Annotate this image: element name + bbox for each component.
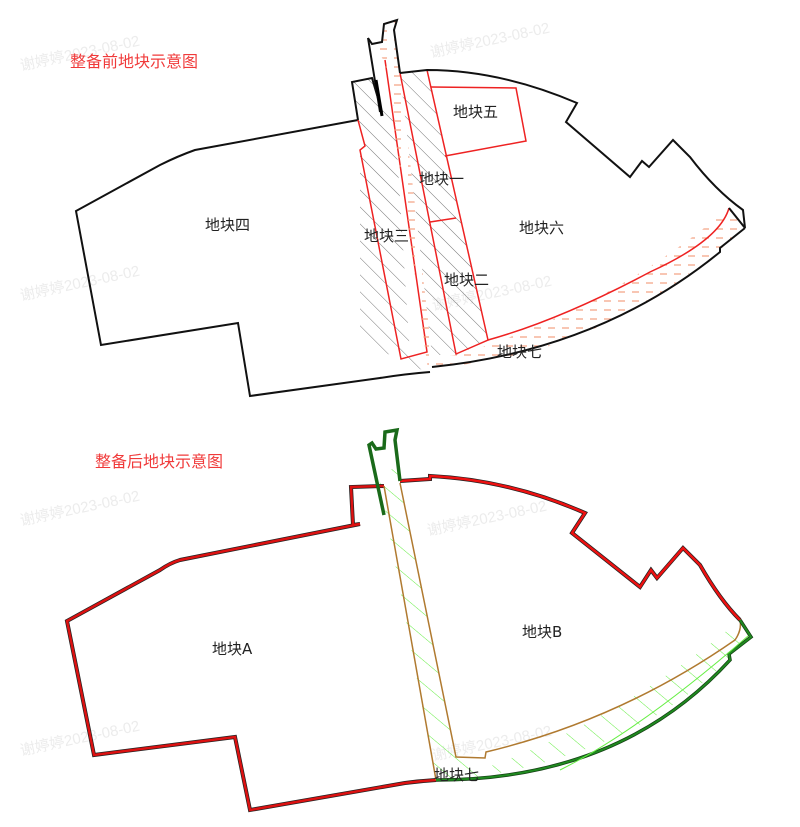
plot-3-area — [352, 78, 432, 370]
plot-b-inner-boundary — [399, 482, 742, 759]
plot-7-neck-marker — [374, 79, 384, 117]
after-diagram: 地块A 地块B 地块七 — [64, 427, 754, 813]
plot-a-inner-boundary — [383, 485, 437, 781]
before-diagram: 地块四 地块三 地块一 地块二 地块五 地块六 地块七 — [74, 18, 746, 398]
plot-5-boundary — [430, 86, 527, 157]
label-plot-3: 地块三 — [364, 227, 409, 245]
plot-1-2-divider — [429, 217, 457, 223]
plot-1-2-boundary — [399, 69, 489, 356]
label-plot-6: 地块六 — [519, 219, 564, 237]
label-plot-2: 地块二 — [444, 271, 489, 289]
plot-b-boundary-red — [399, 474, 741, 621]
plot-6-boundary — [399, 68, 746, 229]
plot-7-outer-arc — [431, 227, 746, 368]
label-plot-7: 地块七 — [497, 343, 542, 361]
label-plot-7-after: 地块七 — [434, 766, 479, 784]
label-plot-1: 地块一 — [419, 170, 464, 188]
plot-b-boundary — [399, 473, 742, 622]
plot-7-inner-arc — [487, 207, 730, 341]
plot-7-band — [432, 208, 745, 367]
plot-a-boundary-red — [65, 484, 437, 812]
plot-7-right-edge — [728, 207, 746, 229]
after-diagram-title: 整备后地块示意图 — [95, 452, 224, 471]
plot-7-outer-arc-green — [435, 619, 753, 781]
plot-7-neck-outline — [367, 427, 402, 516]
plot-7-inner-green — [559, 635, 749, 771]
plot-7-neck-outline — [367, 18, 401, 74]
plot-7-strip-area — [378, 465, 751, 782]
plot-7-outer-arc — [435, 619, 754, 782]
label-plot-4: 地块四 — [205, 216, 250, 234]
label-plot-b: 地块B — [522, 623, 562, 641]
before-diagram-title: 整备前地块示意图 — [70, 52, 199, 71]
plot-4-boundary — [74, 119, 431, 398]
label-plot-a: 地块A — [212, 640, 253, 658]
plot-1-2-area — [400, 70, 488, 355]
plot-7-neck — [368, 20, 432, 370]
label-plot-5: 地块五 — [453, 103, 498, 121]
